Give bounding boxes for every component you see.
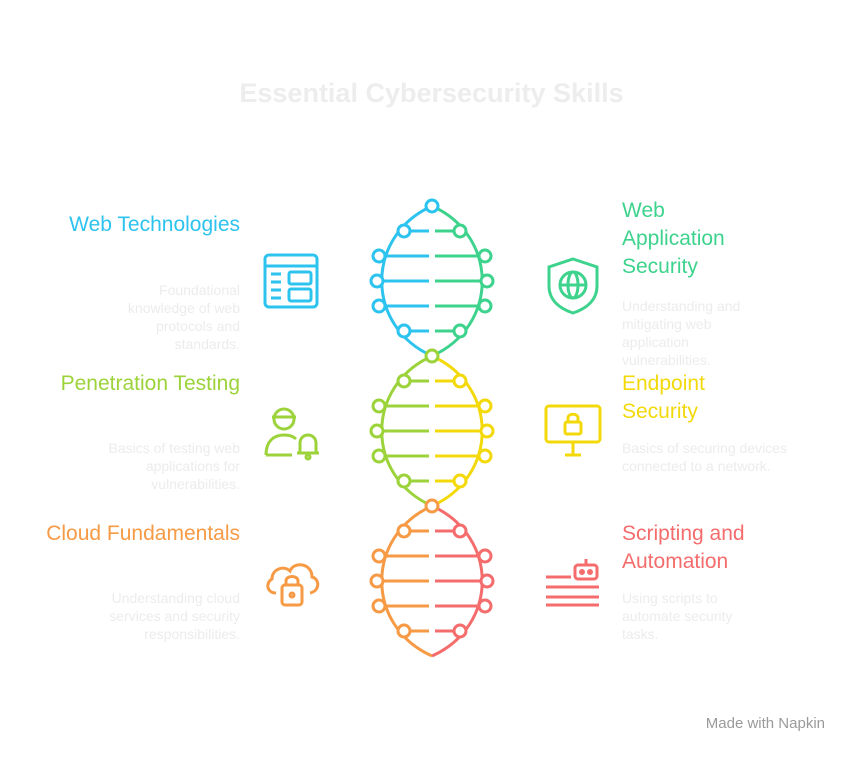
helix-node: [452, 623, 468, 639]
helix-junction-node: [424, 198, 440, 214]
helix-node: [452, 473, 468, 489]
helix-node: [371, 598, 387, 614]
helix-junction-node: [424, 348, 440, 364]
browser-layout-icon: [263, 253, 319, 309]
helix-node: [371, 448, 387, 464]
helix-node: [479, 423, 495, 439]
helix-node: [452, 523, 468, 539]
item-desc-penetration-testing: Basics of testing web applications for v…: [108, 440, 240, 492]
helix-node: [479, 273, 495, 289]
hacker-alert-icon: [264, 407, 319, 461]
helix-node: [396, 473, 412, 489]
monitor-lock-icon: [544, 404, 602, 457]
helix-node: [396, 523, 412, 539]
helix-node: [371, 248, 387, 264]
helix-node: [479, 573, 495, 589]
item-desc-scripting-automation: Using scripts to automate security tasks…: [622, 590, 733, 642]
item-title-web-technologies: Web Technologies: [69, 213, 240, 236]
helix-node: [477, 448, 493, 464]
item-title-endpoint-security: Endpoint Security: [622, 372, 705, 423]
item-title-web-app-security: Web Application Security: [622, 199, 725, 278]
helix-node: [452, 373, 468, 389]
item-desc-web-app-security: Understanding and mitigating web applica…: [622, 298, 741, 368]
item-title-scripting-automation: Scripting and Automation: [622, 522, 745, 573]
helix-node: [477, 398, 493, 414]
helix-junction-node: [424, 498, 440, 514]
helix-node: [452, 223, 468, 239]
helix-node: [477, 548, 493, 564]
helix-node: [477, 598, 493, 614]
shield-globe-icon: [547, 257, 599, 315]
item-desc-endpoint-security: Basics of securing devices connected to …: [622, 440, 787, 474]
cloud-lock-icon: [266, 563, 320, 607]
script-bot-icon: [546, 559, 599, 607]
helix-node: [371, 298, 387, 314]
helix-node: [369, 423, 385, 439]
helix-node: [396, 223, 412, 239]
helix-node: [396, 323, 412, 339]
page-title: Essential Cybersecurity Skills: [239, 78, 624, 108]
helix-node: [396, 623, 412, 639]
helix-node: [371, 548, 387, 564]
item-title-penetration-testing: Penetration Testing: [60, 372, 240, 395]
item-desc-web-technologies: Foundational knowledge of web protocols …: [127, 282, 240, 352]
item-title-cloud-fundamentals: Cloud Fundamentals: [46, 522, 240, 545]
footer-credit: Made with Napkin: [705, 715, 825, 732]
helix-node: [477, 298, 493, 314]
helix-node: [477, 248, 493, 264]
helix-node: [371, 398, 387, 414]
item-desc-cloud-fundamentals: Understanding cloud services and securit…: [109, 590, 240, 642]
helix-node: [369, 573, 385, 589]
helix-node: [452, 323, 468, 339]
helix-node: [369, 273, 385, 289]
helix-node: [396, 373, 412, 389]
